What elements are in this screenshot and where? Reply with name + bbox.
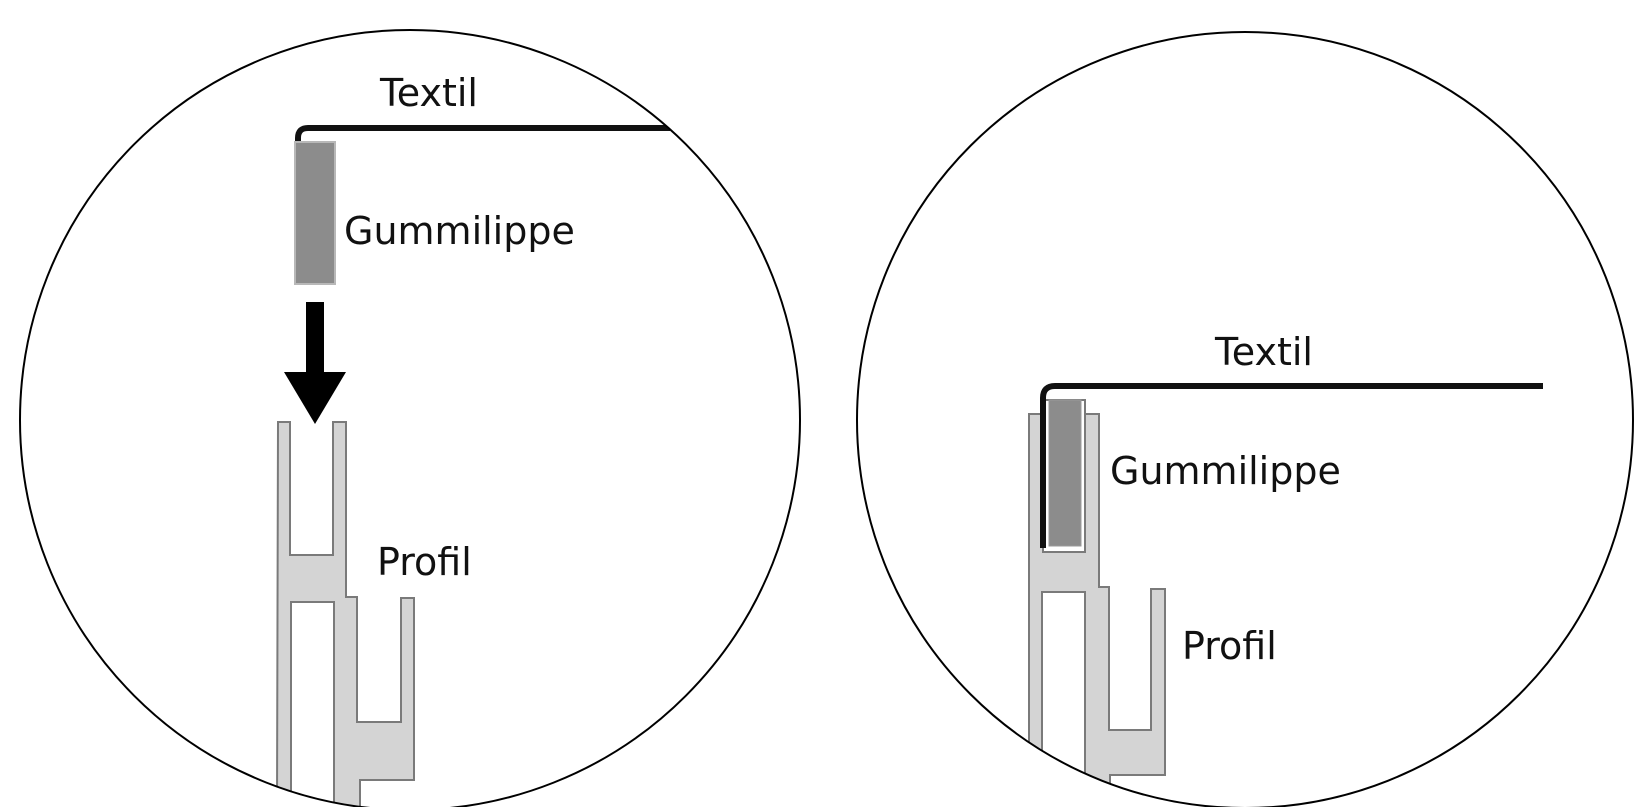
rubber-lip <box>294 141 336 285</box>
detail-circle-after <box>856 31 1634 807</box>
textile-line <box>1040 383 1543 548</box>
textile-line <box>295 125 670 142</box>
panel-before: Textil Gummilippe Profil <box>19 29 801 807</box>
arrow-down-icon <box>284 302 346 424</box>
label-profile-after: Profil <box>1182 624 1277 668</box>
panel-before-content <box>275 125 670 807</box>
label-rubber-lip-before: Gummilippe <box>344 209 575 253</box>
label-profile-before: Profil <box>377 540 472 584</box>
profile-hollow <box>290 601 335 807</box>
profile-hollow <box>1041 591 1086 807</box>
label-rubber-lip-after: Gummilippe <box>1110 449 1341 493</box>
rubber-lip <box>1048 399 1082 547</box>
label-textile-before: Textil <box>379 71 478 115</box>
detail-circle-before <box>19 29 801 807</box>
panel-after: Textil Gummilippe Profil <box>856 31 1634 807</box>
label-textile-after: Textil <box>1214 330 1313 374</box>
